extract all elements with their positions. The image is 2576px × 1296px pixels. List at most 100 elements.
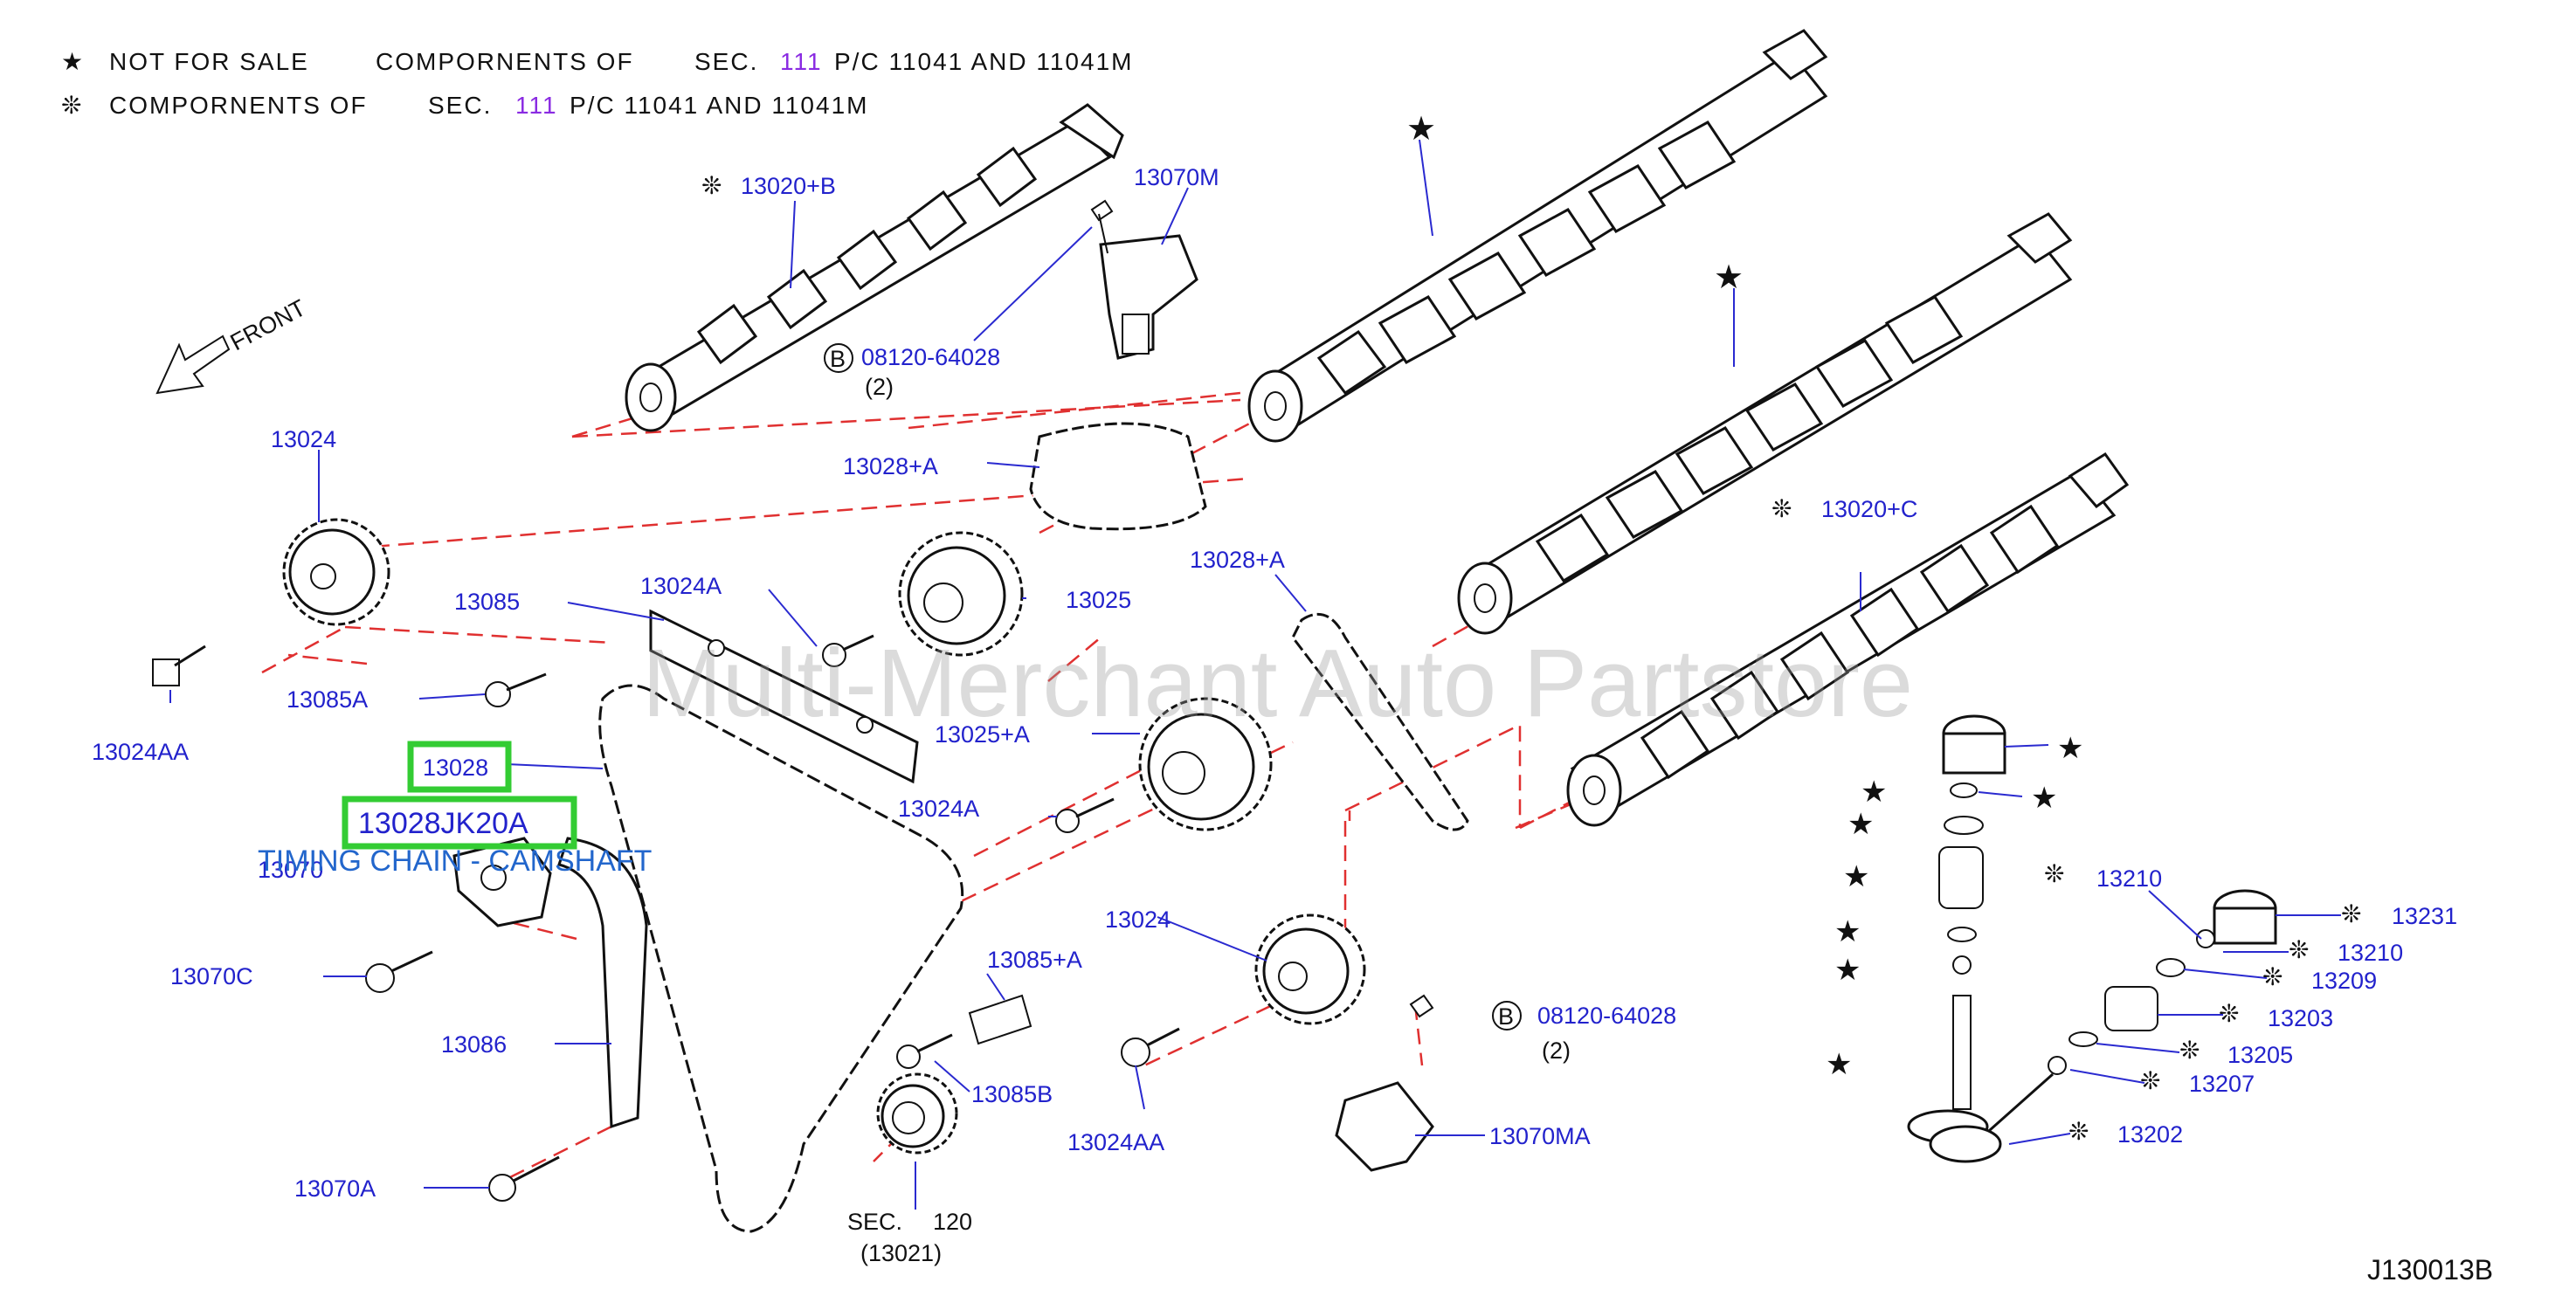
part-labels: 13020+B 13070M 08120-64028 (2) 13024 130… xyxy=(92,164,2457,1266)
legend-row1-sec: SEC. xyxy=(694,48,758,75)
solenoid-13070M[interactable] xyxy=(1090,199,1198,360)
camshaft-exhaust-star xyxy=(1457,212,2073,635)
watermark: Multi-Merchant Auto Partstore xyxy=(642,630,1913,737)
bolt-13024A-top[interactable] xyxy=(822,634,874,667)
star-icon: ★ xyxy=(1834,915,1861,948)
legend: ★ NOT FOR SALE COMPORNENTS OF SEC. 111 P… xyxy=(61,48,1133,119)
crank-sprocket xyxy=(876,1072,958,1155)
label-13024AA-left[interactable]: 13024AA xyxy=(92,739,189,765)
bolt-13070C[interactable] xyxy=(365,950,433,993)
label-13209[interactable]: 13209 xyxy=(2311,968,2377,994)
label-13231[interactable]: 13231 xyxy=(2392,903,2457,929)
label-13024-upper[interactable]: 13024 xyxy=(271,426,336,452)
label-qty-lower: (2) xyxy=(1542,1037,1571,1064)
highlight-part-no[interactable]: 13028JK20A xyxy=(358,807,528,840)
label-13024AA-lower[interactable]: 13024AA xyxy=(1067,1129,1164,1155)
label-13070A[interactable]: 13070A xyxy=(294,1175,376,1202)
asterism-icon: ❊ xyxy=(2068,1118,2089,1145)
star-icon: ★ xyxy=(1406,111,1436,148)
asterism-icon: ❊ xyxy=(2140,1067,2160,1094)
asterism-icon: ❊ xyxy=(2044,860,2064,887)
label-13203[interactable]: 13203 xyxy=(2268,1005,2333,1031)
legend-row2-sec-number: 111 xyxy=(515,92,558,119)
bolt-13070A[interactable] xyxy=(488,1155,560,1202)
label-13085[interactable]: 13085 xyxy=(454,589,520,615)
highlight-13028[interactable]: 13028 xyxy=(407,741,512,793)
label-13024A-mid[interactable]: 13024A xyxy=(898,796,979,822)
asterism-markers: ❊ ❊ ❊ ❊ ❊ ❊ ❊ ❊ ❊ ❊ xyxy=(701,172,2361,1145)
bolt-13085B[interactable] xyxy=(896,1033,953,1069)
bolt-13024A-mid[interactable] xyxy=(1055,797,1115,833)
star-icon: ★ xyxy=(1714,259,1744,296)
label-13070C[interactable]: 13070C xyxy=(170,963,253,989)
label-13021: (13021) xyxy=(860,1240,942,1266)
label-13020C[interactable]: 13020+C xyxy=(1821,496,1917,522)
asterism-icon: ❊ xyxy=(2179,1037,2200,1064)
label-13210-upper[interactable]: 13210 xyxy=(2096,865,2162,892)
legend-row1-text-a: NOT FOR SALE xyxy=(109,48,309,75)
label-13070[interactable]: 13070 xyxy=(258,857,323,883)
label-qty-upper: (2) xyxy=(865,374,894,400)
bolt-b-letter: B xyxy=(830,346,846,372)
label-13205[interactable]: 13205 xyxy=(2227,1042,2293,1068)
label-13024A-top[interactable]: 13024A xyxy=(640,573,722,599)
legend-row1-text-d: P/C 11041 AND 11041M xyxy=(834,48,1133,75)
camshaft-13020C[interactable] xyxy=(1566,452,2130,827)
guide-13085[interactable] xyxy=(649,609,919,784)
label-13085B[interactable]: 13085B xyxy=(971,1081,1053,1107)
label-13028[interactable]: 13028 xyxy=(423,755,488,781)
highlight-part-number[interactable]: 13028JK20A xyxy=(342,796,577,850)
label-13085plusA[interactable]: 13085+A xyxy=(987,947,1082,973)
label-13028A-upper[interactable]: 13028+A xyxy=(843,453,938,479)
asterism-icon: ❊ xyxy=(701,172,722,199)
label-08120-upper[interactable]: 08120-64028 xyxy=(861,344,1000,370)
asterism-icon: ❊ xyxy=(2289,936,2309,963)
label-13024-lower[interactable]: 13024 xyxy=(1105,907,1171,933)
asterism-icon: ❊ xyxy=(61,92,83,119)
chain-13028[interactable] xyxy=(598,684,964,1233)
label-13085A[interactable]: 13085A xyxy=(287,686,368,713)
asterism-icon: ❊ xyxy=(1771,495,1792,522)
label-13086[interactable]: 13086 xyxy=(441,1031,507,1058)
bolt-13024AA-left[interactable] xyxy=(152,645,206,686)
label-08120-lower[interactable]: 08120-64028 xyxy=(1537,1003,1676,1029)
guide-13086[interactable] xyxy=(557,837,648,1129)
camshaft-13020B[interactable] xyxy=(625,103,1124,432)
legend-row1-text-b: COMPORNENTS OF xyxy=(376,48,634,75)
bolts xyxy=(152,634,1180,1202)
label-13202[interactable]: 13202 xyxy=(2117,1121,2183,1148)
label-13025[interactable]: 13025 xyxy=(1066,587,1131,613)
label-13025A[interactable]: 13025+A xyxy=(935,721,1030,748)
chain-13028A-upper[interactable] xyxy=(1029,422,1207,531)
label-13210-lower[interactable]: 13210 xyxy=(2338,940,2403,966)
bolt-13024AA-lower[interactable] xyxy=(1121,1027,1180,1067)
highlight-caption: TIMING CHAIN - CAMSHAFT xyxy=(258,844,652,878)
label-13070MA[interactable]: 13070MA xyxy=(1489,1123,1591,1149)
tensioner-13070[interactable] xyxy=(452,837,552,927)
bolt-13085A[interactable] xyxy=(485,672,547,707)
star-icon: ★ xyxy=(2031,782,2057,815)
label-13207[interactable]: 13207 xyxy=(2189,1071,2255,1097)
label-13070M[interactable]: 13070M xyxy=(1134,164,1219,190)
asterism-icon: ❊ xyxy=(2262,963,2282,990)
star-icon: ★ xyxy=(61,48,85,75)
bolt-b-letter: B xyxy=(1498,1003,1514,1030)
star-icon: ★ xyxy=(1861,776,1887,809)
sprocket-13025[interactable] xyxy=(898,531,1024,657)
chain-13028A-lower[interactable] xyxy=(1291,612,1469,831)
diagram-ref-code: J130013B xyxy=(2367,1254,2493,1286)
sprocket-13025A[interactable] xyxy=(1138,697,1273,831)
solenoid-13070MA[interactable] xyxy=(1335,994,1434,1172)
asterism-icon: ❊ xyxy=(2219,1000,2239,1027)
valve-train-asterism xyxy=(1929,889,2277,1163)
asterism-icon: ❊ xyxy=(2341,900,2361,927)
front-arrow-icon xyxy=(155,334,231,395)
label-13028A-lower[interactable]: 13028+A xyxy=(1190,547,1285,573)
label-13020B[interactable]: 13020+B xyxy=(741,173,836,199)
star-icon: ★ xyxy=(2057,732,2083,765)
sprocket-13024-lower[interactable] xyxy=(1254,913,1366,1025)
sprocket-13024-upper[interactable] xyxy=(282,518,390,626)
legend-row2-text-d: P/C 11041 AND 11041M xyxy=(570,92,868,119)
guide-13085plusA[interactable] xyxy=(968,994,1032,1045)
label-sec120-number[interactable]: 120 xyxy=(933,1209,972,1235)
